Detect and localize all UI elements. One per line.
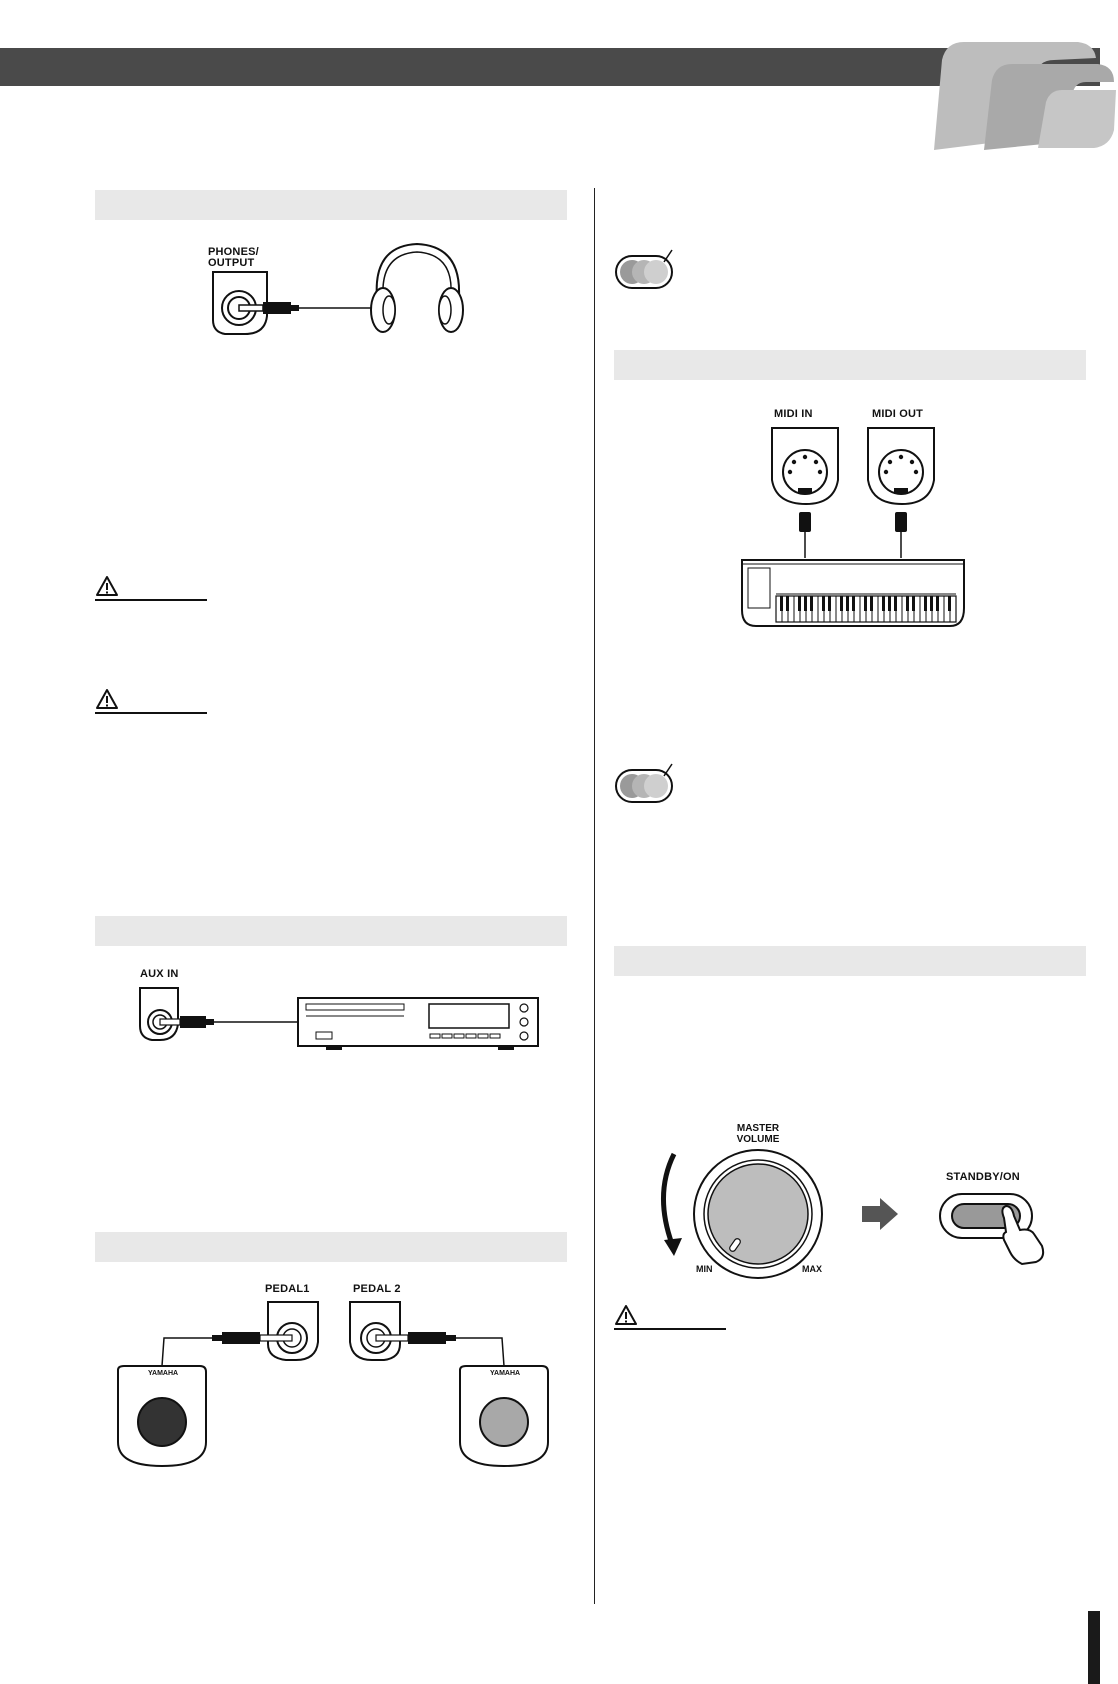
page-edge-tab bbox=[1088, 1611, 1100, 1684]
warning-triangle-icon bbox=[615, 1305, 637, 1325]
arrow-right-icon bbox=[862, 1198, 898, 1230]
midi-connection-illustration bbox=[771, 427, 935, 558]
master-volume-knob[interactable] bbox=[658, 1144, 828, 1284]
section-header-phones bbox=[95, 190, 567, 220]
master-volume-label-line2: VOLUME bbox=[736, 1134, 780, 1145]
section-header-power bbox=[614, 946, 1086, 976]
column-divider bbox=[594, 188, 595, 1604]
standby-on-button[interactable] bbox=[934, 1188, 1054, 1268]
caution-heading-1 bbox=[95, 575, 207, 601]
corner-logo-icon bbox=[934, 42, 1116, 150]
headphones-connection-illustration bbox=[212, 242, 464, 335]
pedal1-label: PEDAL1 bbox=[265, 1283, 310, 1295]
volume-max-label: MAX bbox=[802, 1264, 822, 1274]
phones-output-label-line1: PHONES/ bbox=[208, 246, 259, 258]
caution-heading-3 bbox=[614, 1304, 726, 1330]
keyboard-instrument-illustration bbox=[741, 559, 965, 627]
pedal-brand-left: YAMAHA bbox=[148, 1370, 179, 1377]
warning-triangle-icon bbox=[96, 576, 118, 596]
note-icon bbox=[615, 763, 673, 803]
midi-out-label: MIDI OUT bbox=[872, 408, 924, 420]
pedal-brand-right: YAMAHA bbox=[490, 1370, 521, 1377]
standby-on-label: STANDBY/ON bbox=[946, 1171, 1020, 1183]
section-header-midi bbox=[614, 350, 1086, 380]
section-header-pedals bbox=[95, 1232, 567, 1262]
pedals-connection-illustration bbox=[117, 1301, 549, 1468]
aux-in-label: AUX IN bbox=[140, 968, 179, 980]
note-icon bbox=[615, 249, 673, 289]
section-header-aux-in bbox=[95, 916, 567, 946]
pedal2-label: PEDAL 2 bbox=[353, 1283, 401, 1295]
caution-heading-2 bbox=[95, 688, 207, 714]
master-volume-label-line1: MASTER bbox=[736, 1123, 780, 1134]
midi-in-label: MIDI IN bbox=[774, 408, 813, 420]
warning-triangle-icon bbox=[96, 689, 118, 709]
phones-output-label-line2: OUTPUT bbox=[208, 257, 255, 269]
volume-min-label: MIN bbox=[696, 1264, 713, 1274]
top-banner-bar bbox=[0, 48, 1100, 86]
aux-in-connection-illustration bbox=[139, 987, 539, 1050]
